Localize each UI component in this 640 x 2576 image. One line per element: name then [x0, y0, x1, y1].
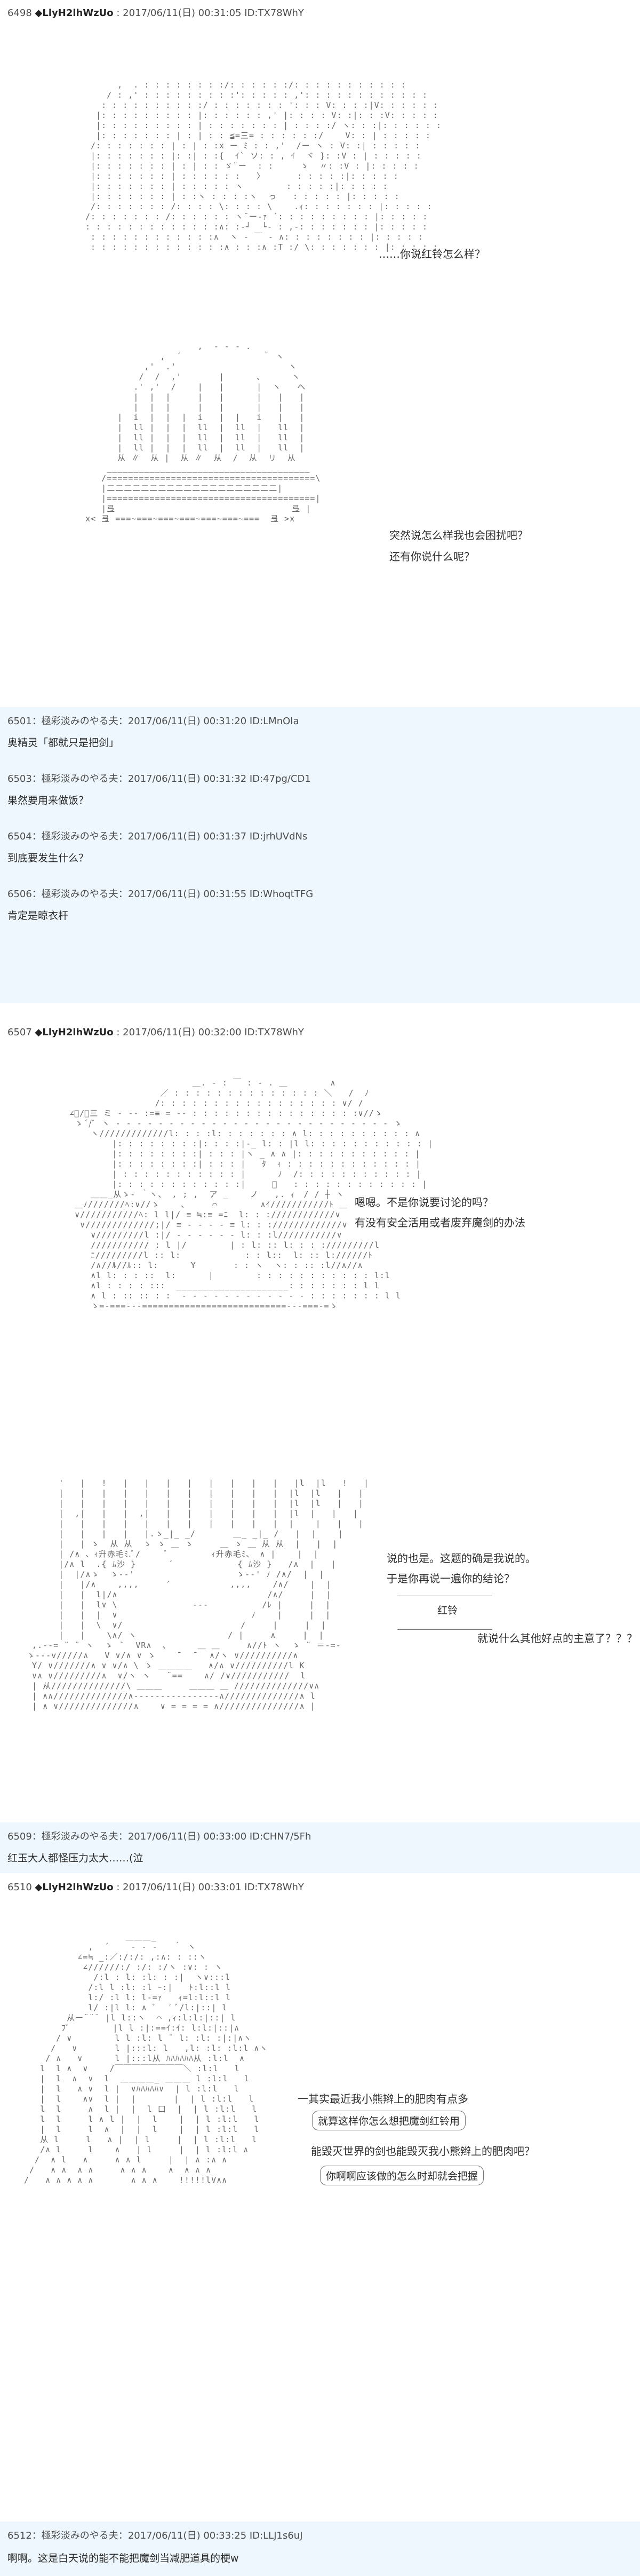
box-label: 红铃: [437, 1605, 458, 1616]
reply-block: 6512：極彩淡みのやる夫：2017/06/11(日) 00:33:25 ID:…: [0, 2522, 640, 2576]
post-header: 6510 ◆LlyH2lhWzUo : 2017/06/11(日) 00:33:…: [7, 1882, 304, 1893]
ascii-art-witch-hat: ＿. ‐ : ￣ : ‐ . ＿ ∧ ／ : : : : : : : : : :…: [69, 1078, 434, 1311]
post-header: 6501：極彩淡みのやる夫：2017/06/11(日) 00:31:20 ID:…: [7, 716, 299, 727]
speech-line: 一其实最近我小熊辫上的肥肉有点多: [298, 2092, 468, 2105]
trip-name[interactable]: ◆LlyH2lhWzUo: [35, 1882, 114, 1893]
reply-message: 红玉大人都怪压力太大……(泣: [7, 1852, 143, 1864]
ascii-art-girl-back: , - - - . , ´ ｀ ヽ ,' .' ヽ / / ,' | 、 ヽ .…: [85, 342, 321, 524]
post-id[interactable]: ID:47pg/CD1: [249, 773, 311, 784]
post-id[interactable]: ID:WhoqtTFG: [249, 889, 314, 900]
post-id[interactable]: ID:jrhUVdNs: [249, 831, 308, 842]
reply-message: 奥精灵「都就只是把剑」: [7, 737, 119, 749]
speech-bubble: 就算这样你怎么想把魔剑红铃用: [312, 2111, 466, 2130]
ascii-art-girl-face: , . : : : : : : : :/: : : : : :/: : : : …: [85, 80, 442, 252]
post-header: 6512：極彩淡みのやる夫：2017/06/11(日) 00:33:25 ID:…: [7, 2530, 303, 2541]
post-header: 6509：極彩淡みのやる夫：2017/06/11(日) 00:33:00 ID:…: [7, 1831, 311, 1842]
speech-line: 就说什么其他好点的主意了？？？: [477, 1632, 637, 1645]
reply-message: 到底要发生什么？: [7, 852, 89, 864]
trip-name[interactable]: ◆LlyH2lhWzUo: [35, 7, 114, 19]
post-header: 6503：極彩淡みのやる夫：2017/06/11(日) 00:31:32 ID:…: [7, 773, 311, 784]
post-header: 6507 ◆LlyH2lhWzUo : 2017/06/11(日) 00:32:…: [7, 1027, 304, 1038]
reply-block: 6509：極彩淡みのやる夫：2017/06/11(日) 00:33:00 ID:…: [0, 1822, 640, 1873]
post-id[interactable]: ID:CHN7/5Fh: [249, 1831, 311, 1842]
speech-line: 说的也是。这题的确是我说的。: [387, 1552, 536, 1565]
trip-name[interactable]: ◆LlyH2lhWzUo: [35, 1027, 114, 1038]
speech-line: 突然说怎么样我也会困扰吧？: [389, 529, 528, 542]
post-id[interactable]: ID:TX78WhY: [244, 1027, 304, 1038]
reply-message: 肯定是晾衣杆: [7, 910, 69, 922]
ascii-art-girl-hair: ' | ! | | | | | | | | |l |l ! | | | | | …: [27, 1478, 369, 1711]
post-6507: 6507 ◆LlyH2lhWzUo : 2017/06/11(日) 00:32:…: [0, 1003, 640, 1822]
post-header: 6498 ◆LlyH2lhWzUo : 2017/06/11(日) 00:31:…: [7, 7, 304, 19]
post-header: 6504：極彩淡みのやる夫：2017/06/11(日) 00:31:37 ID:…: [7, 831, 308, 842]
post-header: 6506：極彩淡みのやる夫：2017/06/11(日) 00:31:55 ID:…: [7, 889, 314, 900]
speech-line: ……你说红铃怎么样？: [379, 248, 485, 260]
speech-line: 还有你说什么呢？: [389, 550, 475, 563]
ascii-art-girl-standing: ＿＿＿_ , ´ ‐ ‐ ‐ ｀ ヽ ∠=≒ _:／:/:/: ,:∧: : :…: [24, 1932, 268, 2185]
post-id[interactable]: ID:TX78WhY: [244, 7, 304, 19]
post-id[interactable]: ID:TX78WhY: [244, 1882, 304, 1893]
post-6498: 6498 ◆LlyH2lhWzUo : 2017/06/11(日) 00:31:…: [0, 0, 640, 563]
post-6510: 6510 ◆LlyH2lhWzUo : 2017/06/11(日) 00:33:…: [0, 1873, 640, 2522]
speech-bubble: 你啊啊应该做的怎么时却就会把握: [320, 2166, 484, 2185]
reply-message: 果然要用来做饭？: [7, 795, 89, 806]
name-box: 红铃: [397, 1596, 492, 1630]
post-id[interactable]: ID:LLJ1s6uJ: [249, 2530, 303, 2541]
speech-line: 有没有安全活用或者废弃魔剑的办法: [355, 1216, 525, 1229]
speech-line: 于是你再说一遍你的结论？: [387, 1572, 515, 1585]
speech-line: 嗯嗯。不是你说要讨论的吗？: [355, 1196, 493, 1209]
reply-block: 6501：極彩淡みのやる夫：2017/06/11(日) 00:31:20 ID:…: [0, 707, 640, 1003]
speech-line: 能毁灭世界的剑也能毁灭我小熊辫上的肥肉吧？: [311, 2145, 535, 2158]
post-id[interactable]: ID:LMnOIa: [249, 716, 299, 727]
reply-message: 啊啊。这是白天说的能不能把魔剑当减肥道具的梗w: [7, 2553, 239, 2564]
